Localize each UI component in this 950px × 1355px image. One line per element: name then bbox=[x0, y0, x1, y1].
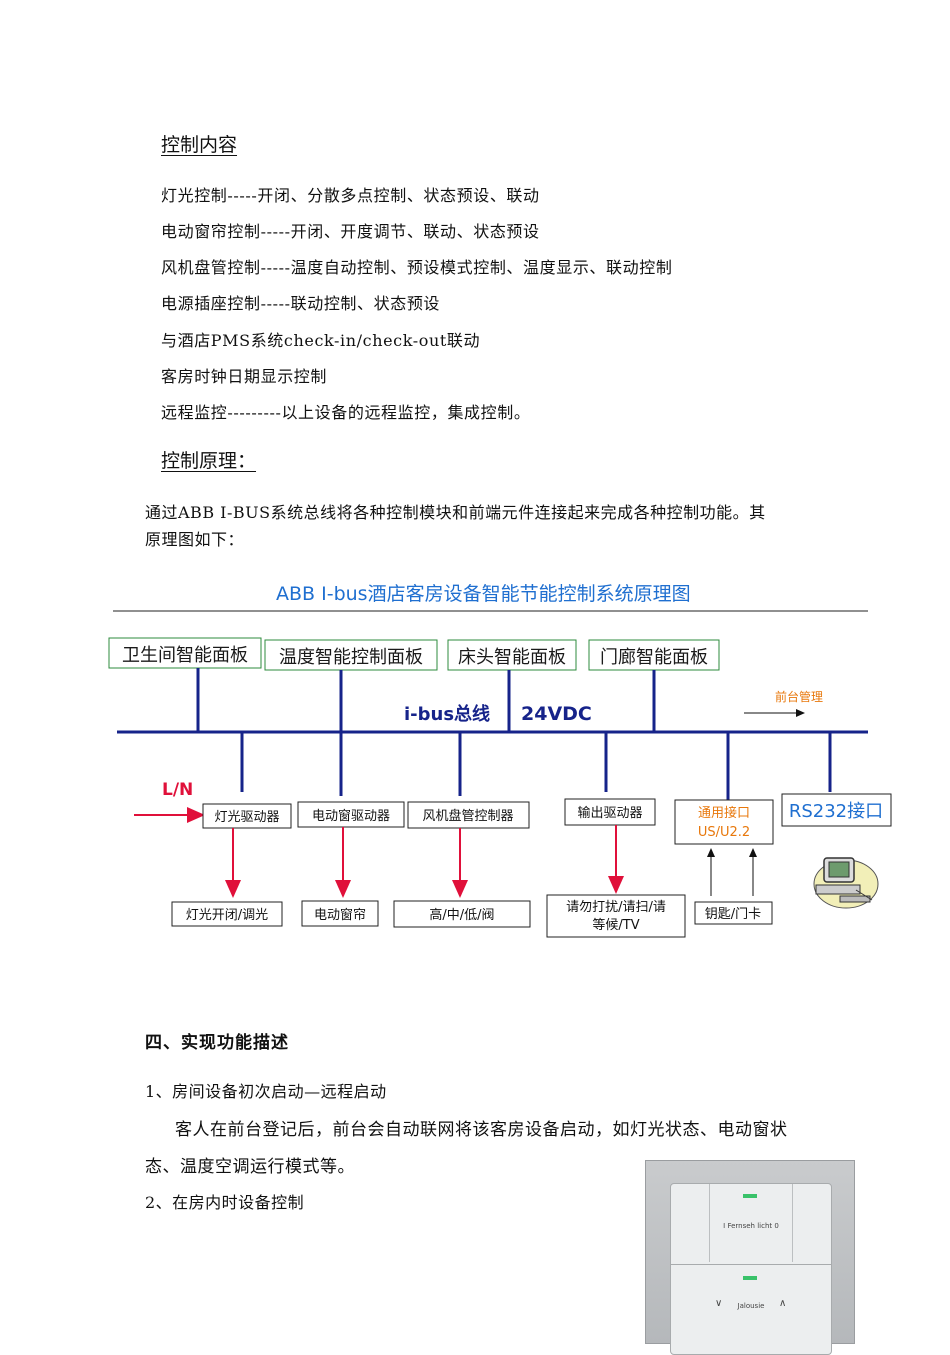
rs232-label: RS232接口 bbox=[789, 801, 883, 822]
power-label: L/N bbox=[162, 780, 193, 800]
universal-interface-line2: US/U2.2 bbox=[698, 825, 750, 840]
control-item-fan-coil: 风机盘管控制-----温度自动控制、预设模式控制、温度显示、联动控制 bbox=[161, 254, 672, 278]
output-fan: 高/中/低/阀 bbox=[429, 907, 494, 923]
panel-temperature: 温度智能控制面板 bbox=[279, 647, 423, 668]
driver-output: 输出驱动器 bbox=[577, 805, 642, 821]
principle-paragraph-line2: 原理图如下： bbox=[145, 526, 244, 550]
switch-label-top: I Fernseh licht 0 bbox=[711, 1222, 791, 1230]
panel-corridor: 门廊智能面板 bbox=[600, 647, 708, 668]
front-desk-label: 前台管理 bbox=[775, 689, 823, 704]
output-service-line2: 等候/TV bbox=[592, 917, 639, 933]
control-item-socket: 电源插座控制-----联动控制、状态预设 bbox=[161, 290, 440, 314]
control-item-curtain: 电动窗帘控制-----开闭、开度调节、联动、状态预设 bbox=[161, 218, 540, 242]
panel-bedside: 床头智能面板 bbox=[458, 647, 566, 668]
computer-icon bbox=[814, 858, 878, 908]
panel-bathroom: 卫生间智能面板 bbox=[122, 645, 248, 666]
control-item-clock: 客房时钟日期显示控制 bbox=[161, 363, 327, 387]
section-four-item1: 1、房间设备初次启动—远程启动 bbox=[145, 1078, 387, 1102]
driver-fancoil: 风机盘管控制器 bbox=[422, 808, 513, 824]
section-four-heading: 四、实现功能描述 bbox=[145, 1028, 289, 1053]
bus-label: i-bus总线 bbox=[404, 703, 490, 725]
output-light: 灯光开闭/调光 bbox=[186, 908, 268, 923]
principle-paragraph-line1: 通过ABB I-BUS系统总线将各种控制模块和前端元件连接起来完成各种控制功能。… bbox=[145, 499, 766, 523]
control-item-remote: 远程监控---------以上设备的远程监控，集成控制。 bbox=[161, 399, 530, 423]
driver-curtain: 电动窗驱动器 bbox=[312, 808, 390, 824]
driver-light: 灯光驱动器 bbox=[214, 810, 279, 825]
control-principle-heading: 控制原理： bbox=[161, 446, 256, 473]
section-four-para-line1: 客人在前台登记后，前台会自动联网将该客房设备启动，如灯光状态、电动窗状 bbox=[175, 1115, 788, 1140]
control-item-lighting: 灯光控制-----开闭、分散多点控制、状态预设、联动 bbox=[161, 182, 540, 206]
output-service-line1: 请勿打扰/请扫/请 bbox=[566, 900, 666, 915]
universal-interface-line1: 通用接口 bbox=[698, 805, 750, 821]
keycard-label: 钥匙/门卡 bbox=[705, 907, 761, 922]
control-content-heading: 控制内容 bbox=[161, 130, 237, 157]
voltage-label: 24VDC bbox=[521, 703, 592, 725]
control-item-pms: 与酒店PMS系统check-in/check-out联动 bbox=[161, 327, 480, 351]
section-four-para-line2: 态、温度空调运行模式等。 bbox=[145, 1152, 355, 1177]
section-four-item2: 2、在房内时设备控制 bbox=[145, 1189, 304, 1213]
switch-panel-photo: I Fernseh licht 0 Jalousie ∨ ∧ bbox=[645, 1160, 855, 1344]
output-curtain: 电动窗帘 bbox=[314, 907, 366, 923]
system-diagram: 卫生间智能面板 温度智能控制面板 床头智能面板 门廊智能面板 i-bus总线 2… bbox=[0, 600, 950, 1020]
